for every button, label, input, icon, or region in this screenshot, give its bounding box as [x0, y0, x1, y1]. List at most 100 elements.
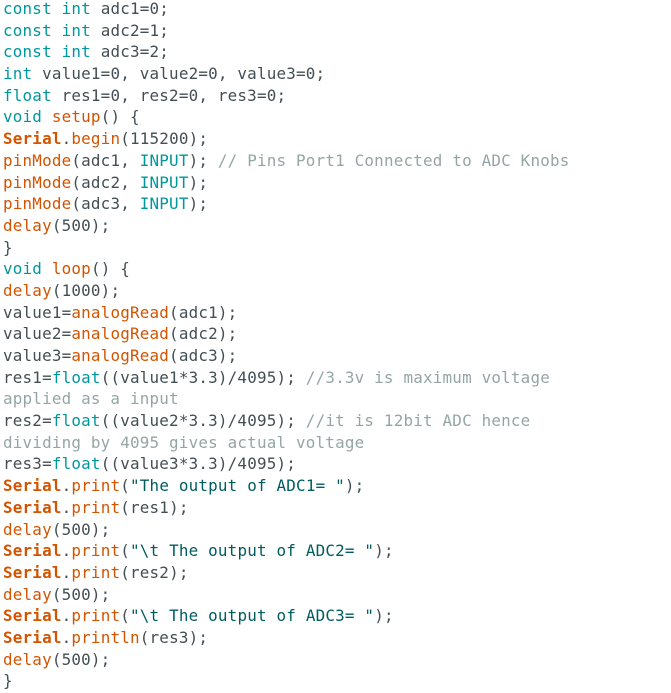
- code-line: Serial.begin(115200);: [3, 128, 671, 150]
- code-text: );: [374, 606, 394, 626]
- code-line: pinMode(adc1, INPUT); // Pins Port1 Conn…: [3, 150, 671, 172]
- code-text: (res3);: [139, 627, 209, 647]
- code-line: Serial.print("The output of ADC1= ");: [3, 475, 671, 497]
- code-text: );: [374, 541, 394, 561]
- code-comment: //3.3v is maximum voltage: [296, 367, 550, 387]
- function-token: loop: [51, 259, 91, 279]
- code-text: ((value1*3.3)/4095);: [100, 367, 297, 387]
- keyword-token: void: [3, 259, 43, 279]
- code-text: adc1=0;: [90, 0, 170, 18]
- function-token: print: [71, 476, 121, 496]
- code-line: const int adc3=2;: [3, 41, 671, 63]
- code-text: (500);: [51, 519, 111, 539]
- code-line: Serial.print("\t The output of ADC2= ");: [3, 540, 671, 562]
- code-text: (res2);: [120, 562, 189, 582]
- string-literal: "\t The output of ADC3= ": [130, 606, 375, 626]
- keyword-token: int: [3, 64, 33, 84]
- function-token: print: [71, 541, 121, 561]
- code-line: applied as a input: [3, 388, 671, 410]
- code-text: );: [188, 194, 209, 214]
- function-token: print: [71, 606, 121, 626]
- keyword-token: int: [61, 42, 91, 62]
- code-text: .: [61, 497, 72, 517]
- code-text: (500);: [51, 215, 111, 235]
- code-comment: applied as a input: [3, 389, 179, 409]
- code-line: }: [3, 237, 671, 259]
- code-text: .: [61, 541, 72, 561]
- code-line: value3=analogRead(adc3);: [3, 345, 671, 367]
- code-text: [52, 21, 62, 40]
- code-text: (adc3,: [71, 194, 140, 214]
- code-line: pinMode(adc2, INPUT);: [3, 172, 671, 194]
- code-line: value1=analogRead(adc1);: [3, 302, 671, 324]
- code-text: (adc2);: [169, 324, 238, 344]
- code-text: .: [61, 129, 72, 149]
- keyword-token: float: [51, 454, 101, 474]
- function-token: begin: [71, 129, 121, 149]
- function-token: print: [71, 497, 121, 517]
- code-text: (500);: [51, 649, 111, 669]
- code-line: res2=float((value2*3.3)/4095); //it is 1…: [3, 410, 671, 432]
- function-token: analogRead: [71, 346, 170, 365]
- code-line: }: [3, 670, 671, 692]
- string-literal: "The output of ADC1= ": [130, 476, 345, 496]
- constant-token: INPUT: [139, 194, 189, 214]
- code-line: res1=float((value1*3.3)/4095); //3.3v is…: [3, 367, 671, 389]
- function-token: delay: [3, 584, 52, 604]
- code-line: pinMode(adc3, INPUT);: [3, 193, 671, 215]
- code-text: (adc2,: [71, 172, 140, 192]
- code-text: (adc1,: [71, 150, 140, 170]
- function-token: pinMode: [3, 150, 72, 170]
- code-line: void loop() {: [3, 258, 671, 280]
- keyword-token: float: [51, 411, 101, 431]
- keyword-token: const: [3, 0, 52, 18]
- code-text: [42, 259, 52, 278]
- code-text: adc3=2;: [90, 42, 170, 62]
- keyword-token: float: [51, 367, 101, 387]
- code-text: (500);: [51, 584, 111, 604]
- code-text: () {: [90, 259, 131, 279]
- code-text: (115200);: [120, 129, 209, 149]
- code-text: res1=: [3, 367, 52, 387]
- code-text: value3=: [3, 346, 72, 365]
- code-text: );: [188, 172, 209, 192]
- function-token: pinMode: [3, 172, 72, 192]
- function-token: pinMode: [3, 194, 72, 214]
- code-text: value2=: [3, 324, 72, 344]
- code-text: (: [120, 541, 131, 561]
- code-text: (1000);: [51, 280, 121, 300]
- serial-token: Serial: [3, 476, 62, 496]
- code-line: const int adc2=1;: [3, 20, 671, 42]
- code-text: ((value2*3.3)/4095);: [100, 411, 297, 431]
- code-line: const int adc1=0;: [3, 0, 671, 20]
- serial-token: Serial: [3, 627, 62, 647]
- function-token: analogRead: [71, 324, 170, 344]
- code-text: value1=: [3, 302, 72, 322]
- code-text: .: [61, 562, 72, 582]
- code-line: res3=float((value3*3.3)/4095);: [3, 453, 671, 475]
- constant-token: INPUT: [139, 150, 189, 170]
- code-line: dividing by 4095 gives actual voltage: [3, 432, 671, 454]
- serial-token: Serial: [3, 541, 62, 561]
- code-text: res2=: [3, 411, 52, 431]
- code-text: .: [61, 627, 72, 647]
- code-text: );: [344, 476, 365, 496]
- code-line: Serial.print("\t The output of ADC3= ");: [3, 605, 671, 627]
- keyword-token: int: [61, 20, 91, 40]
- function-token: delay: [3, 280, 52, 300]
- code-text: value1=0, value2=0, value3=0;: [32, 64, 326, 84]
- code-text: );: [188, 150, 209, 170]
- serial-token: Serial: [3, 497, 62, 517]
- code-listing: const int adc1=0;const int adc2=1;const …: [3, 0, 671, 692]
- code-comment: //it is 12bit ADC hence: [296, 411, 531, 431]
- code-line: void setup() {: [3, 106, 671, 128]
- function-token: setup: [51, 107, 101, 127]
- code-line: float res1=0, res2=0, res3=0;: [3, 85, 671, 107]
- code-text: ((value3*3.3)/4095);: [100, 454, 297, 474]
- code-text: (adc1);: [169, 302, 238, 322]
- keyword-token: const: [3, 42, 52, 62]
- string-literal: "\t The output of ADC2= ": [130, 541, 375, 561]
- code-text: }: [3, 671, 13, 691]
- code-line: value2=analogRead(adc2);: [3, 323, 671, 345]
- keyword-token: void: [3, 107, 43, 127]
